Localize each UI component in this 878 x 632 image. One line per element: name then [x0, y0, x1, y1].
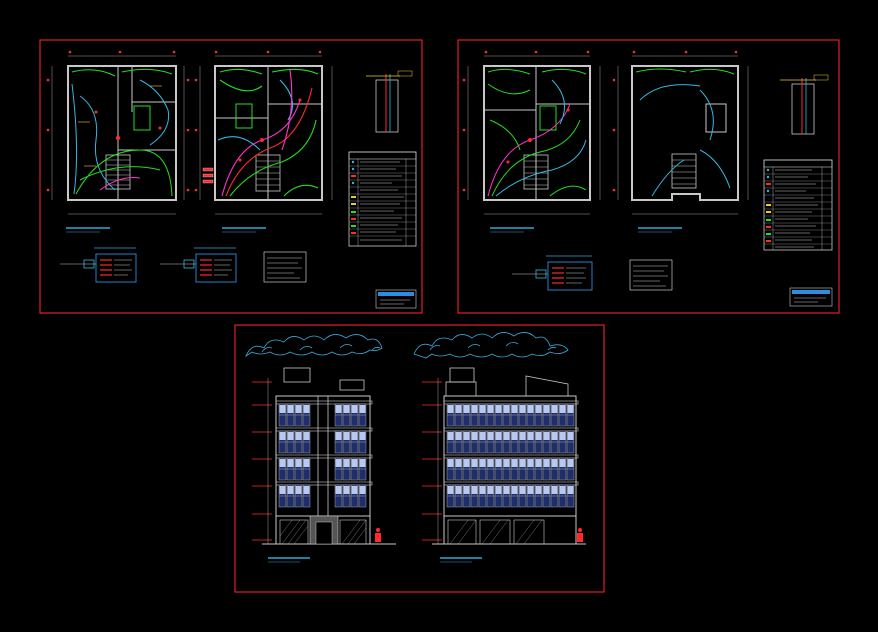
glazing-front	[275, 400, 373, 508]
sheet-2-electrical-plans	[457, 39, 840, 314]
panel-diagram-1a	[60, 247, 137, 283]
legend-table-1	[348, 151, 417, 247]
sheet-3-border	[234, 324, 605, 593]
tree-cloud-icon	[245, 334, 383, 358]
floor-plan-2a	[462, 50, 601, 233]
tree-cloud-icon	[413, 332, 569, 359]
notes-block-1	[263, 251, 307, 283]
panel-diagram-1b	[160, 247, 237, 283]
riser-detail-2	[780, 74, 829, 135]
floor-plan-2b-roof	[612, 50, 749, 233]
sheet-3-elevations	[234, 324, 605, 593]
notes-block-2	[629, 259, 673, 291]
floor-plan-1b	[194, 50, 333, 233]
sheet-1-electrical-plans	[39, 39, 423, 314]
sheet-1-border	[39, 39, 423, 314]
legend-table-2	[763, 159, 833, 251]
sheet-2-border	[457, 39, 840, 314]
floor-plan-1a	[46, 50, 190, 233]
panel-diagram-2	[512, 255, 593, 291]
human-scale-figure-icon	[577, 528, 583, 542]
title-block-2	[789, 287, 833, 307]
stair-icon	[523, 154, 549, 190]
elevation-rear	[422, 367, 586, 563]
elevation-front	[252, 367, 396, 563]
glazing-rear	[443, 400, 579, 508]
human-scale-figure-icon	[375, 528, 381, 542]
title-block-1	[375, 289, 417, 309]
riser-detail-1	[366, 70, 413, 133]
